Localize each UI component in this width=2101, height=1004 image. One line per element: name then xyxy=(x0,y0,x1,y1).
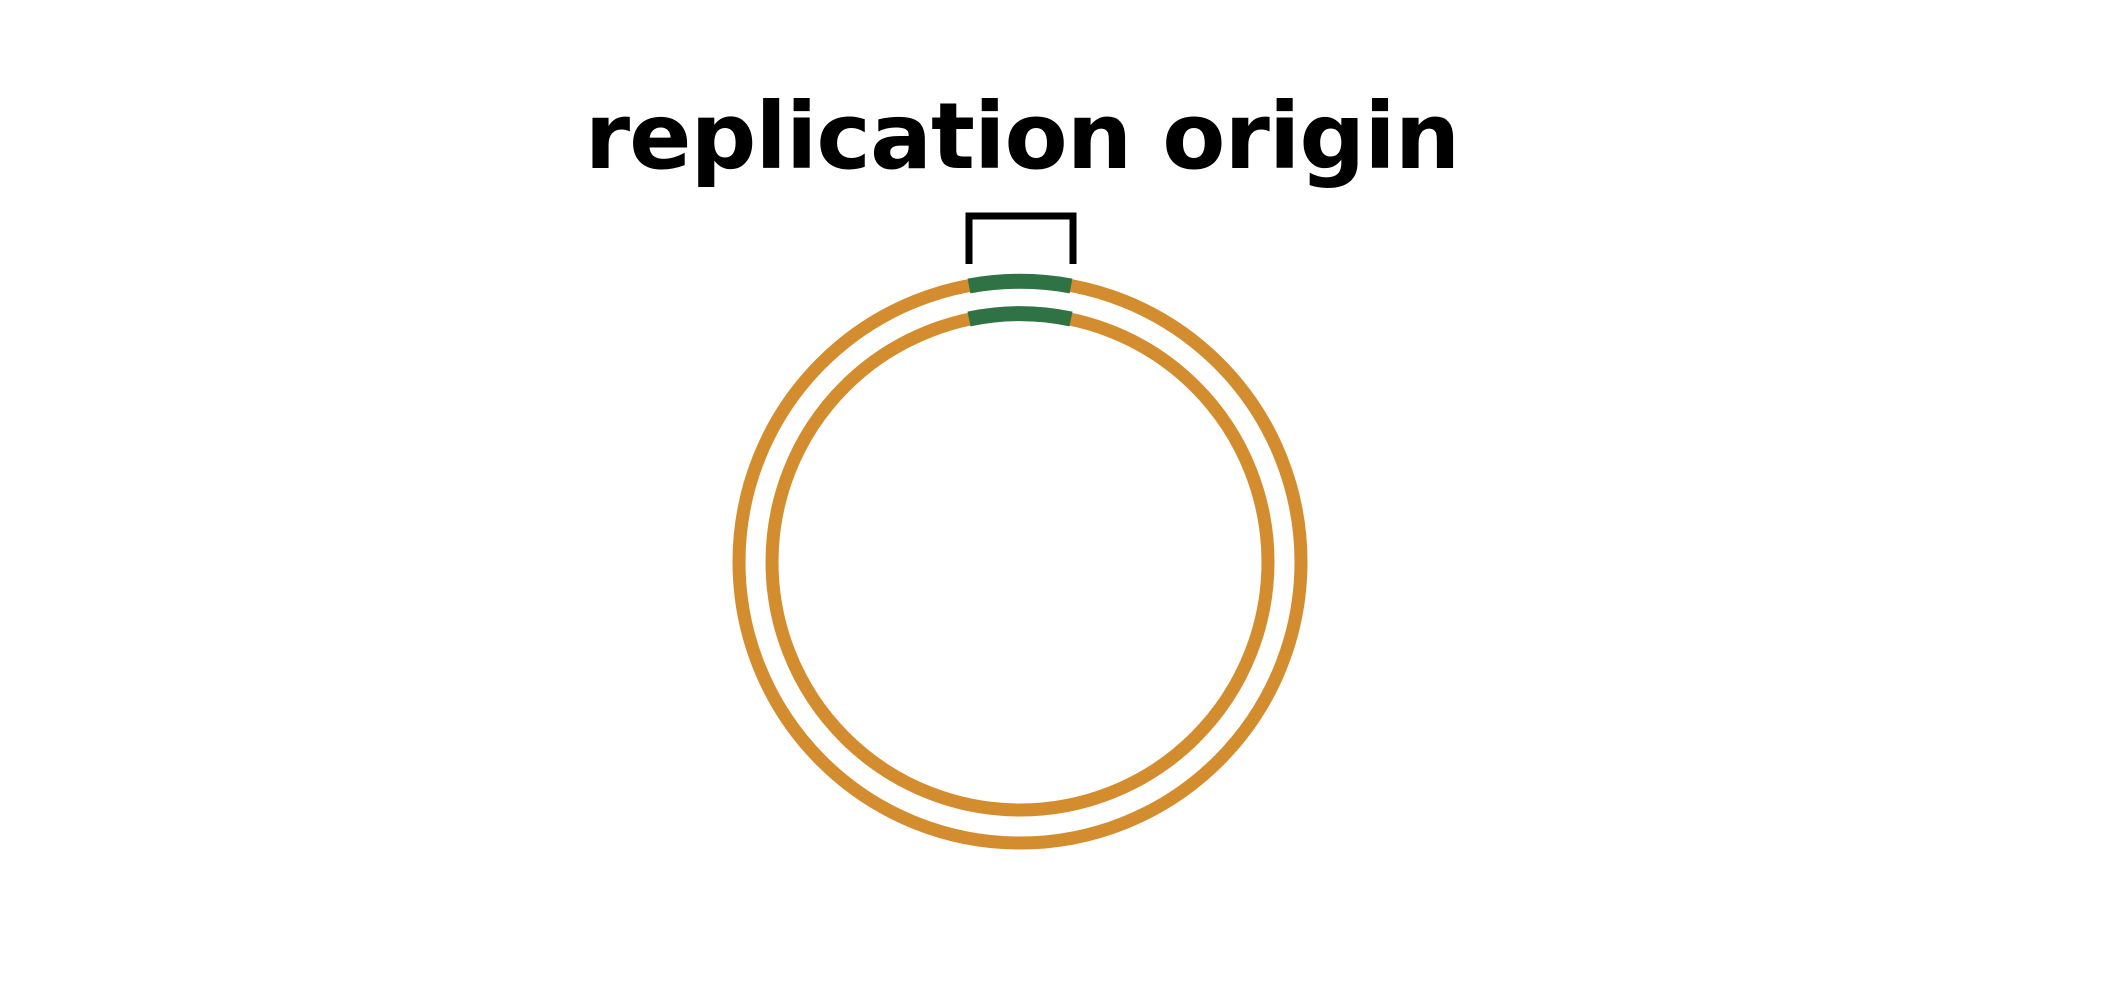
origin-segment-outer xyxy=(967,273,1073,294)
origin-segment-inner xyxy=(967,306,1073,327)
origin-bracket xyxy=(965,212,1077,264)
replication-origin-label: replication origin xyxy=(585,83,1460,190)
